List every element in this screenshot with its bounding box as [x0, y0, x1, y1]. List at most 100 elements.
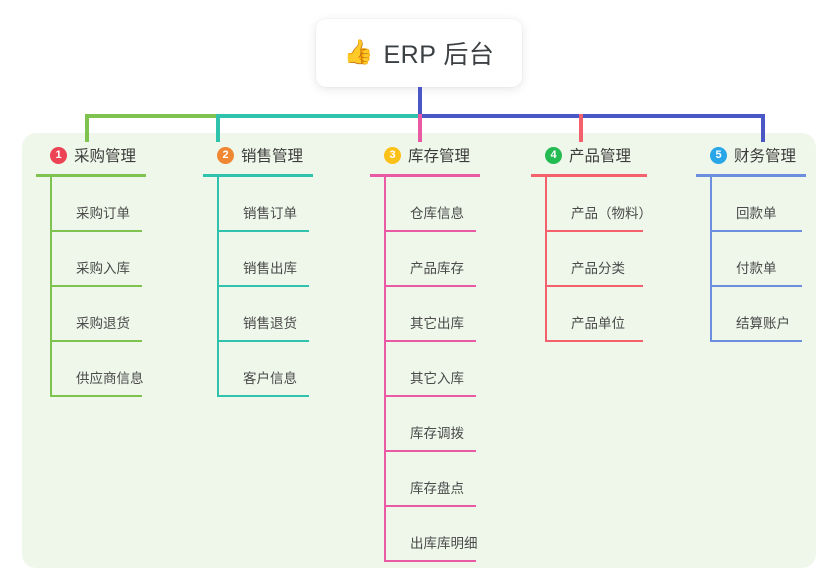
tree-item-label: 产品（物料）: [571, 206, 652, 221]
column-title-5: 财务管理: [734, 148, 797, 165]
tree-item-rule: [384, 285, 476, 287]
tree-item[interactable]: 仓库信息: [370, 177, 520, 232]
tree-item-label: 客户信息: [243, 371, 297, 386]
tree-item[interactable]: 产品（物料）: [531, 177, 681, 232]
tree-item[interactable]: 库存盘点: [370, 452, 520, 507]
tree-item-rule: [545, 230, 643, 232]
tree-item-label: 产品单位: [571, 316, 625, 331]
tree-item[interactable]: 出库库明细: [370, 507, 520, 562]
tree-item-label: 付款单: [736, 261, 777, 276]
tree-item[interactable]: 结算账户: [696, 287, 839, 342]
tree-item-label: 出库库明细: [410, 536, 478, 551]
column-stem-3: [384, 177, 386, 562]
column-badge-5: 5: [710, 146, 727, 164]
column-title-2: 销售管理: [241, 148, 304, 165]
column-items-4: 产品（物料） 产品分类产品单位: [531, 177, 681, 342]
tree-item[interactable]: 其它出库: [370, 287, 520, 342]
tree-item[interactable]: 供应商信息: [36, 342, 186, 397]
root-node-title: ERP 后台: [383, 41, 495, 69]
tree-item-rule: [384, 560, 476, 562]
tree-item-label: 采购订单: [76, 206, 130, 221]
column-title-3: 库存管理: [408, 148, 471, 165]
tree-item[interactable]: 库存调拨: [370, 397, 520, 452]
column-stem-4: [545, 177, 547, 342]
tree-item-rule: [545, 285, 643, 287]
segment-purchase: [85, 114, 216, 118]
segment-finance: [420, 114, 765, 118]
column-header-5[interactable]: 5 财务管理: [696, 142, 839, 168]
column-4: 4 产品管理产品（物料） 产品分类产品单位: [531, 142, 681, 342]
tree-item-rule: [384, 395, 476, 397]
tree-item-label: 销售订单: [243, 206, 297, 221]
tree-item-label: 其它入库: [410, 371, 464, 386]
riser-sales: [216, 114, 220, 142]
column-items-3: 仓库信息产品库存其它出库其它入库库存调拨库存盘点出库库明细: [370, 177, 520, 562]
tree-item-rule: [710, 285, 802, 287]
tree-item-label: 库存调拨: [410, 426, 464, 441]
column-header-rule-3: [370, 174, 480, 177]
tree-item[interactable]: 销售退货: [203, 287, 353, 342]
riser-finance: [761, 114, 765, 142]
tree-item[interactable]: 产品单位: [531, 287, 681, 342]
tree-item-label: 采购退货: [76, 316, 130, 331]
tree-item[interactable]: 采购入库: [36, 232, 186, 287]
riser-purchase: [85, 114, 89, 142]
root-connector-stem: [418, 87, 422, 118]
tree-item-label: 产品分类: [571, 261, 625, 276]
tree-item-rule: [384, 505, 476, 507]
tree-item[interactable]: 付款单: [696, 232, 839, 287]
tree-item[interactable]: 产品分类: [531, 232, 681, 287]
tree-item-rule: [710, 230, 802, 232]
column-stem-2: [217, 177, 219, 397]
tree-item[interactable]: 采购订单: [36, 177, 186, 232]
column-5: 5 财务管理回款单付款单结算账户: [696, 142, 839, 342]
column-header-rule-2: [203, 174, 313, 177]
tree-item[interactable]: 其它入库: [370, 342, 520, 397]
tree-item-label: 产品库存: [410, 261, 464, 276]
tree-item-rule: [217, 395, 309, 397]
tree-item-label: 采购入库: [76, 261, 130, 276]
diagram-background-panel: [22, 133, 816, 568]
tree-item-rule: [545, 340, 643, 342]
tree-item-rule: [50, 230, 142, 232]
tree-item-rule: [384, 450, 476, 452]
column-header-4[interactable]: 4 产品管理: [531, 142, 681, 168]
tree-item-rule: [217, 285, 309, 287]
tree-item[interactable]: 回款单: [696, 177, 839, 232]
tree-item-label: 销售出库: [243, 261, 297, 276]
tree-item[interactable]: 销售订单: [203, 177, 353, 232]
column-stem-1: [50, 177, 52, 397]
tree-item[interactable]: 产品库存: [370, 232, 520, 287]
tree-item-label: 其它出库: [410, 316, 464, 331]
tree-item-rule: [710, 340, 802, 342]
tree-item-rule: [50, 285, 142, 287]
tree-item-rule: [384, 230, 476, 232]
column-stem-5: [710, 177, 712, 342]
tree-item-rule: [50, 395, 142, 397]
tree-item-label: 销售退货: [243, 316, 297, 331]
tree-item-rule: [217, 230, 309, 232]
column-items-5: 回款单付款单结算账户: [696, 177, 839, 342]
column-items-2: 销售订单销售出库销售退货客户信息: [203, 177, 353, 397]
tree-item-label: 仓库信息: [410, 206, 464, 221]
tree-item-rule: [50, 340, 142, 342]
tree-item-rule: [217, 340, 309, 342]
root-node-erp-backend[interactable]: 👍 ERP 后台: [316, 19, 522, 87]
tree-item-label: 库存盘点: [410, 481, 464, 496]
tree-item[interactable]: 客户信息: [203, 342, 353, 397]
thumbs-up-icon: 👍: [343, 39, 374, 66]
tree-item[interactable]: 销售出库: [203, 232, 353, 287]
column-header-rule-4: [531, 174, 647, 177]
column-header-rule-5: [696, 174, 806, 177]
column-header-rule-1: [36, 174, 146, 177]
tree-item[interactable]: 采购退货: [36, 287, 186, 342]
column-title-4: 产品管理: [569, 148, 632, 165]
tree-item-label: 回款单: [736, 206, 777, 221]
column-badge-4: 4: [545, 146, 562, 164]
